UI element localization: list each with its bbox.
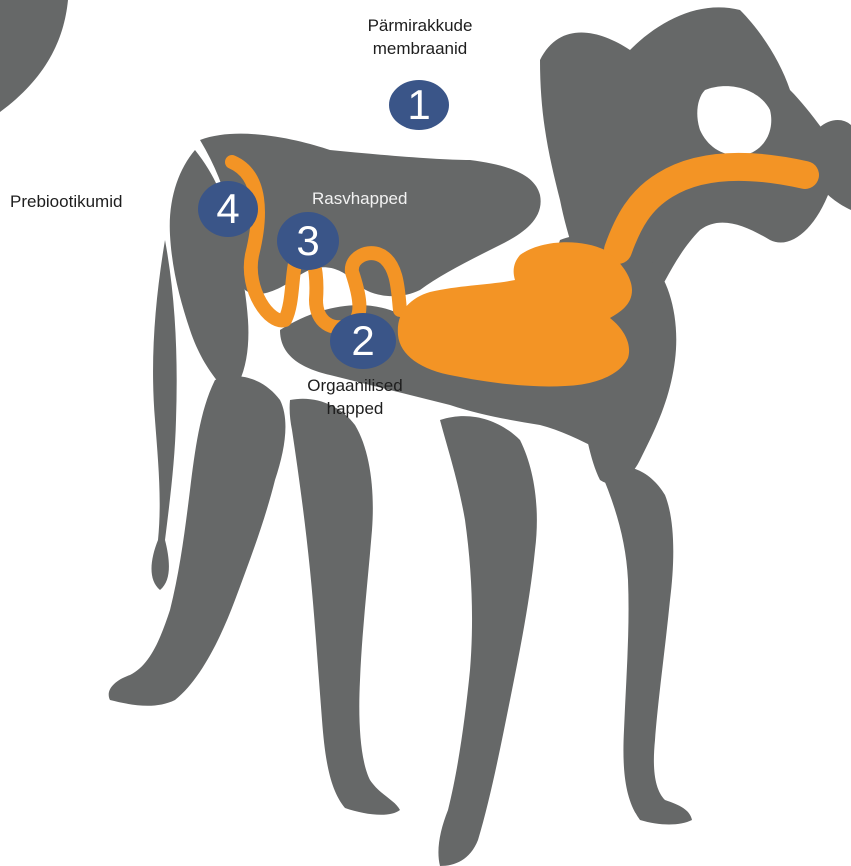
label-organic-acids-line2: happed bbox=[290, 397, 420, 420]
calf-front-leg-left bbox=[438, 416, 536, 866]
marker-2: 2 bbox=[330, 313, 396, 369]
calf-tail bbox=[152, 240, 177, 590]
background-arc bbox=[0, 0, 68, 112]
calf-front-leg-right bbox=[600, 466, 692, 824]
label-fatty-acids: Rasvhapped bbox=[312, 187, 407, 210]
calf-hind-leg-right bbox=[290, 399, 400, 815]
label-organic-acids: Orgaanilised happed bbox=[290, 374, 420, 420]
marker-4: 4 bbox=[198, 181, 258, 237]
label-yeast-membranes: Pärmirakkude membraanid bbox=[340, 14, 500, 60]
calf-silhouette bbox=[109, 7, 851, 866]
marker-3: 3 bbox=[277, 212, 339, 270]
label-prebiotics: Prebiootikumid bbox=[10, 190, 122, 213]
label-yeast-membranes-line2: membraanid bbox=[340, 37, 500, 60]
marker-1: 1 bbox=[389, 80, 449, 130]
calf-hind-leg-left bbox=[109, 376, 286, 706]
label-organic-acids-line1: Orgaanilised bbox=[290, 374, 420, 397]
label-yeast-membranes-line1: Pärmirakkude bbox=[340, 14, 500, 37]
